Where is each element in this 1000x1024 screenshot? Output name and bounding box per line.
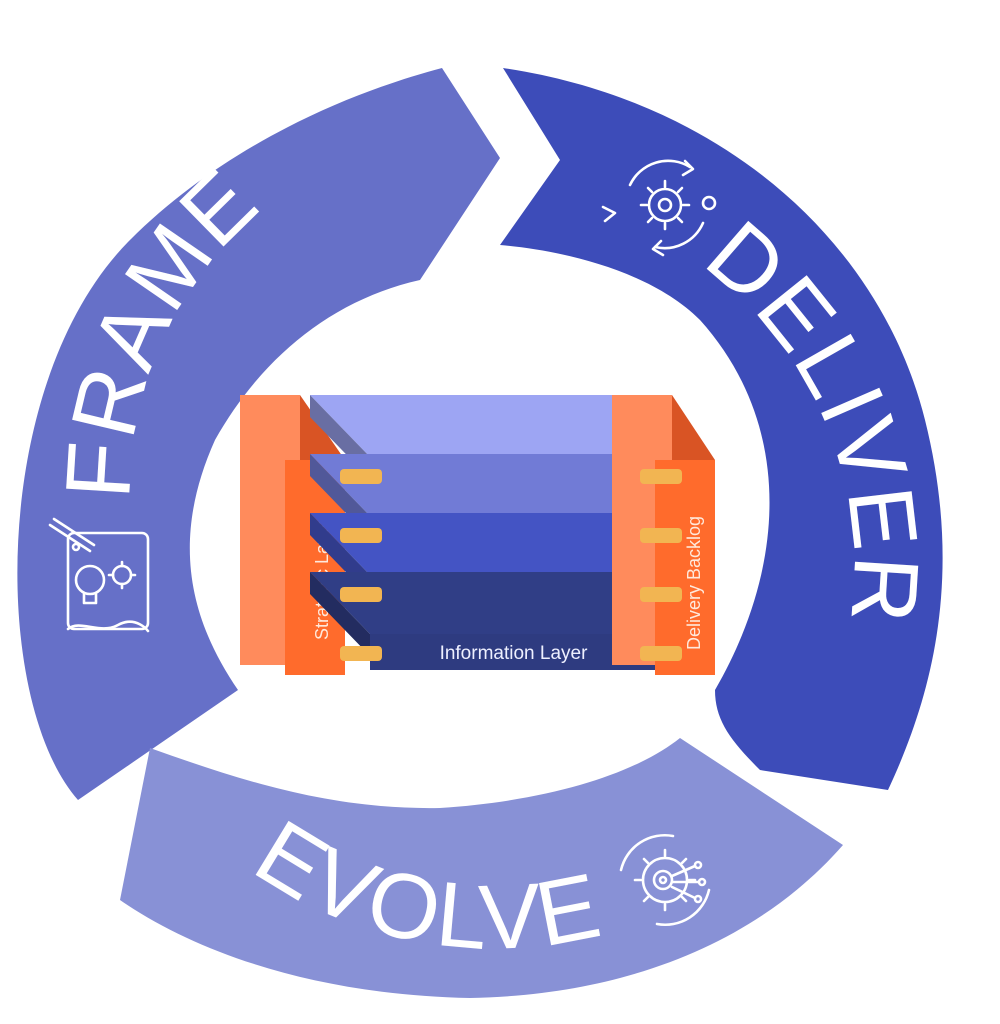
layer-label: Information Layer [440,643,589,664]
left-connector [340,587,382,602]
layer-top-face [310,513,657,575]
evolve-stage: EVOLVE [120,738,843,998]
left-connector [340,469,382,484]
frame-arrow-shape [17,68,500,800]
layer-top-face [310,454,657,516]
layer-front-face [370,634,657,670]
right-connector [640,469,682,484]
layer-side-face [310,572,370,656]
layer-slab-4: Information Layer [310,572,657,670]
evolving-tech-gear-icon [619,834,711,926]
layer-top-face [310,572,657,634]
right-connector [640,587,682,602]
process-cycle-gear-icon [601,159,717,257]
deliver-arrow-shape [500,68,943,790]
blueprint-design-icon [48,517,150,633]
left-connector [340,646,382,661]
evolve-arrow-shape [120,738,843,998]
right-connector [640,646,682,661]
layer-top-face [310,395,657,457]
left-connector [340,528,382,543]
architecture-layer-stack: Strategic Layer Interaction LayerProcess… [240,395,715,675]
right-connector [640,528,682,543]
delivery-backlog-label: Delivery Backlog [684,516,704,650]
